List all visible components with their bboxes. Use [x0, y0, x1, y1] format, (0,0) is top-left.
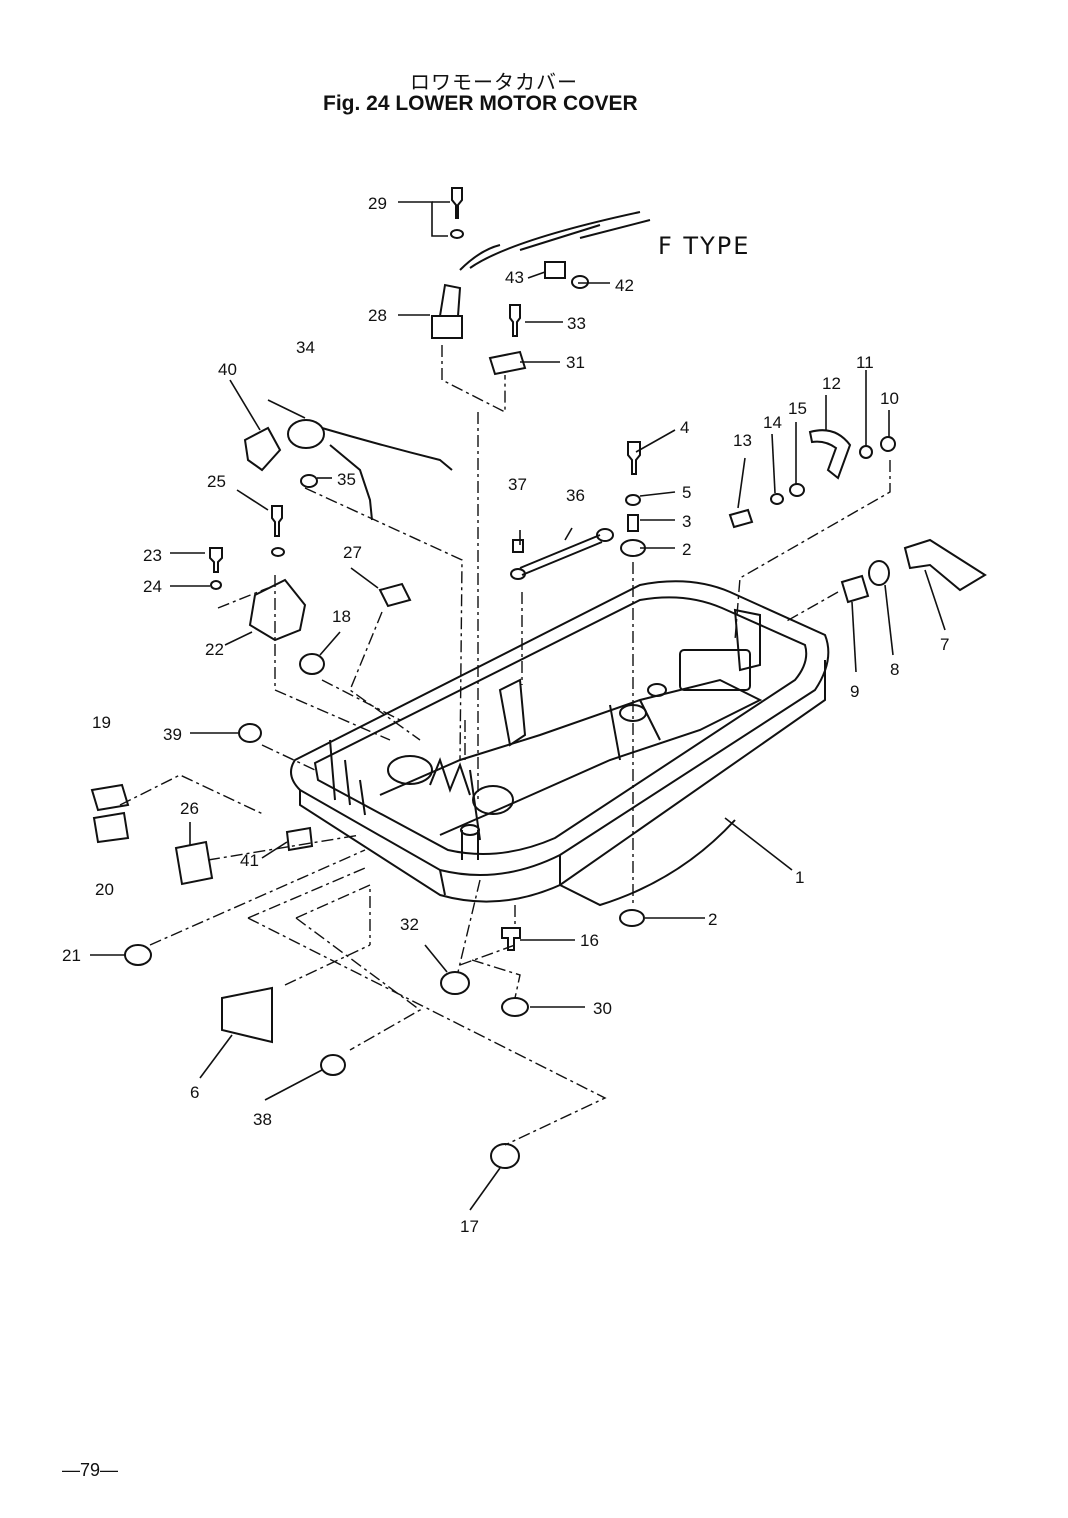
callout-10: 10: [880, 389, 899, 408]
callout-2-upper: 2: [682, 540, 691, 559]
callout-43: 43: [505, 268, 524, 287]
callout-34: 34: [296, 338, 315, 357]
leader-lines: [90, 201, 946, 1211]
callout-12: 12: [822, 374, 841, 393]
callout-33: 33: [567, 314, 586, 333]
callout-23: 23: [143, 546, 162, 565]
callout-11: 11: [856, 353, 874, 372]
callout-25: 25: [207, 472, 226, 491]
dash-dot-reference-lines: [119, 345, 891, 1146]
callout-3: 3: [682, 512, 691, 531]
callout-32: 32: [400, 915, 419, 934]
callout-24: 24: [143, 577, 162, 596]
parts: [90, 187, 987, 1169]
callout-21: 21: [62, 946, 81, 965]
callout-22: 22: [205, 640, 224, 659]
callout-28: 28: [368, 306, 387, 325]
callout-27: 27: [343, 543, 362, 562]
callout-9: 9: [850, 682, 859, 701]
callout-36: 36: [566, 486, 585, 505]
callout-16: 16: [580, 931, 599, 950]
callout-15: 15: [788, 399, 807, 418]
figure-title: Fig. 24 LOWER MOTOR COVER: [323, 92, 638, 115]
callout-1: 1: [795, 868, 804, 887]
callout-13: 13: [733, 431, 752, 450]
motor-cover-body: [290, 580, 830, 907]
callout-17: 17: [460, 1217, 479, 1236]
callout-31: 31: [566, 353, 585, 372]
callout-2-lower: 2: [708, 910, 717, 929]
callout-5: 5: [682, 483, 691, 502]
callout-42: 42: [615, 276, 634, 295]
callout-30: 30: [593, 999, 612, 1018]
callout-labels: 1 2 2 3 4 5 6 7 8 9 10 11 12 13 14 15 16…: [62, 194, 949, 1236]
callout-41: 41: [240, 851, 259, 870]
figure-title-japanese: ロワモータカバー: [410, 70, 578, 94]
callout-7: 7: [940, 635, 949, 654]
callout-4: 4: [680, 418, 689, 437]
callout-20: 20: [95, 880, 114, 899]
callout-8: 8: [890, 660, 899, 679]
callout-14: 14: [763, 413, 782, 432]
callout-19: 19: [92, 713, 111, 732]
page-number: —79—: [62, 1460, 119, 1480]
callout-26: 26: [180, 799, 199, 818]
callout-39: 39: [163, 725, 182, 744]
callout-38: 38: [253, 1110, 272, 1129]
callout-35: 35: [337, 470, 356, 489]
callout-29: 29: [368, 194, 387, 213]
callout-40: 40: [218, 360, 237, 379]
callout-37: 37: [508, 475, 527, 494]
variant-label: F TYPE: [658, 232, 751, 260]
callout-18: 18: [332, 607, 351, 626]
callout-6: 6: [190, 1083, 199, 1102]
